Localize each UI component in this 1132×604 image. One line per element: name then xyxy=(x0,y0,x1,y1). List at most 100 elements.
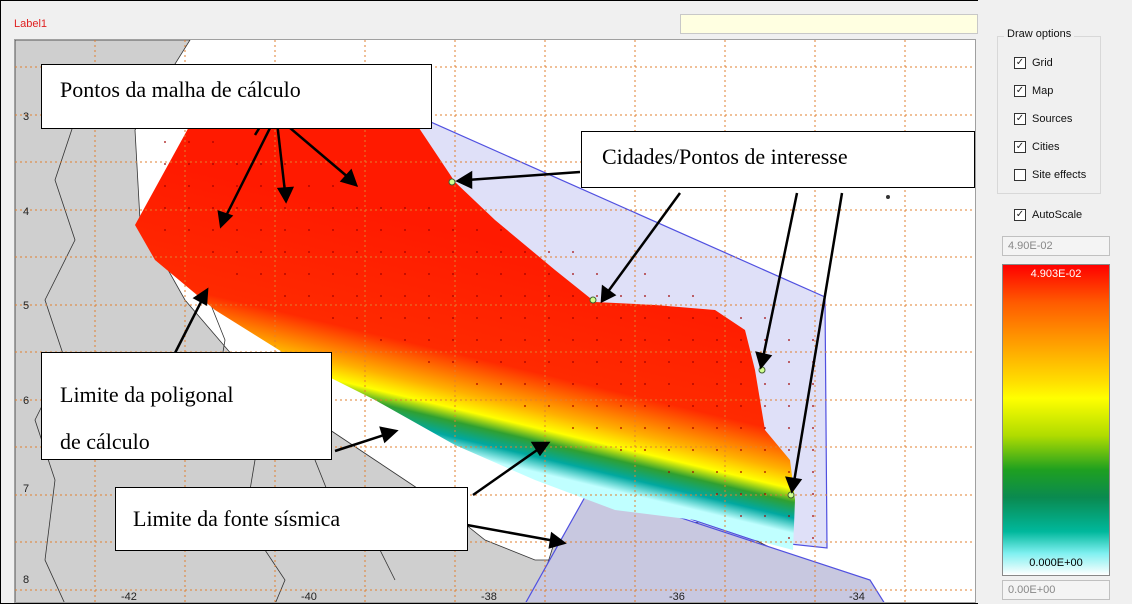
grid-point xyxy=(500,317,502,319)
grid-point xyxy=(332,229,334,231)
grid-point xyxy=(332,295,334,297)
grid-point xyxy=(740,427,742,429)
grid-point xyxy=(476,251,478,253)
grid-point xyxy=(428,295,430,297)
grid-point xyxy=(572,383,574,385)
grid-point xyxy=(524,251,526,253)
scale-max-label: 4.903E-02 xyxy=(1030,268,1082,280)
site-effects-option-label: Site effects xyxy=(1032,169,1087,181)
grid-point xyxy=(284,273,286,275)
grid-point xyxy=(308,251,310,253)
grid-point xyxy=(620,405,622,407)
grid-point xyxy=(404,317,406,319)
grid-point xyxy=(644,339,646,341)
grid-point xyxy=(692,361,694,363)
hazard-field xyxy=(135,122,795,550)
grid-point xyxy=(764,383,766,385)
grid-point xyxy=(572,295,574,297)
status-input[interactable] xyxy=(680,14,978,34)
grid-point xyxy=(452,273,454,275)
color-scale-bar: 4.903E-02 0.000E+00 xyxy=(1002,264,1110,576)
grid-point xyxy=(236,185,238,187)
grid-point xyxy=(620,427,622,429)
grid-point xyxy=(428,317,430,319)
annotation-grid-points: Pontos da malha de cálculo xyxy=(41,64,432,129)
grid-point xyxy=(260,273,262,275)
grid-point xyxy=(308,229,310,231)
grid-point xyxy=(548,251,550,253)
grid-point xyxy=(740,471,742,473)
grid-point xyxy=(812,427,814,429)
grid-point xyxy=(644,427,646,429)
city-marker xyxy=(589,296,597,304)
grid-point xyxy=(404,251,406,253)
grid-point xyxy=(236,163,238,165)
grid-point xyxy=(236,207,238,209)
grid-point xyxy=(572,339,574,341)
grid-point xyxy=(596,383,598,385)
grid-point xyxy=(332,273,334,275)
grid-point xyxy=(788,361,790,363)
map-canvas: 3 4 5 6 7 8 -42 -40 -38 -36 -34 xyxy=(15,40,975,602)
grid-point xyxy=(164,185,166,187)
autoscale-checkbox[interactable]: ✓ xyxy=(1014,209,1026,221)
grid-point xyxy=(668,449,670,451)
grid-point xyxy=(356,251,358,253)
grid-point xyxy=(260,185,262,187)
grid-point xyxy=(212,163,214,165)
map-option-label: Map xyxy=(1032,85,1054,97)
grid-point xyxy=(284,251,286,253)
grid-checkbox[interactable]: ✓ xyxy=(1014,57,1026,69)
grid-point xyxy=(428,273,430,275)
grid-point xyxy=(764,317,766,319)
grid-point xyxy=(308,295,310,297)
grid-point xyxy=(764,515,766,517)
grid-point xyxy=(308,185,310,187)
grid-point xyxy=(428,339,430,341)
grid-point xyxy=(476,273,478,275)
grid-point xyxy=(524,317,526,319)
grid-point xyxy=(764,449,766,451)
grid-point xyxy=(380,339,382,341)
grid-point xyxy=(740,317,742,319)
grid-point xyxy=(596,295,598,297)
grid-point xyxy=(452,295,454,297)
city-marker xyxy=(448,178,456,186)
grid-point xyxy=(404,273,406,275)
grid-point xyxy=(692,339,694,341)
grid-point xyxy=(716,383,718,385)
grid-point xyxy=(476,383,478,385)
draw-options-title: Draw options xyxy=(1004,28,1075,40)
sources-checkbox[interactable]: ✓ xyxy=(1014,113,1026,125)
lat-tick-label: 7 xyxy=(23,483,29,495)
grid-points xyxy=(164,141,814,539)
annotation-polygon-line1: Limite da poligonal xyxy=(60,382,234,407)
grid-point xyxy=(716,317,718,319)
grid-point xyxy=(500,295,502,297)
site-effects-checkbox[interactable] xyxy=(1014,169,1026,181)
grid-point xyxy=(548,273,550,275)
grid-point xyxy=(548,295,550,297)
grid-point xyxy=(188,163,190,165)
grid-point xyxy=(260,229,262,231)
city-marker xyxy=(787,491,795,499)
grid-point xyxy=(812,493,814,495)
grid-point xyxy=(668,317,670,319)
lat-tick-label: 6 xyxy=(23,395,29,407)
grid-point xyxy=(548,383,550,385)
cities-checkbox[interactable]: ✓ xyxy=(1014,141,1026,153)
grid-point xyxy=(380,229,382,231)
scale-max-input[interactable]: 4.90E-02 xyxy=(1002,236,1110,256)
grid-point xyxy=(404,339,406,341)
scale-min-input[interactable]: 0.00E+00 xyxy=(1002,580,1110,600)
map-checkbox[interactable]: ✓ xyxy=(1014,85,1026,97)
grid-point xyxy=(644,361,646,363)
grid-point xyxy=(788,471,790,473)
grid-point xyxy=(260,163,262,165)
grid-point xyxy=(188,207,190,209)
grid-point xyxy=(356,295,358,297)
grid-point xyxy=(572,251,574,253)
grid-point xyxy=(812,471,814,473)
grid-point xyxy=(572,317,574,319)
grid-point xyxy=(716,493,718,495)
